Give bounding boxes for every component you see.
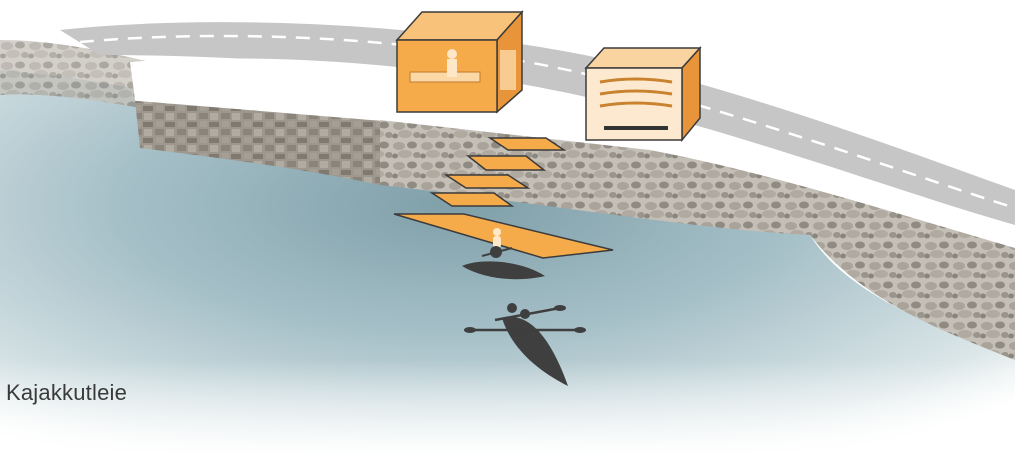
water-fade xyxy=(0,360,1015,456)
person-on-dock-icon xyxy=(493,228,501,248)
kiosk-building xyxy=(397,12,522,112)
storage-building xyxy=(586,48,700,140)
caption-label: Kajakkutleie xyxy=(6,380,127,406)
